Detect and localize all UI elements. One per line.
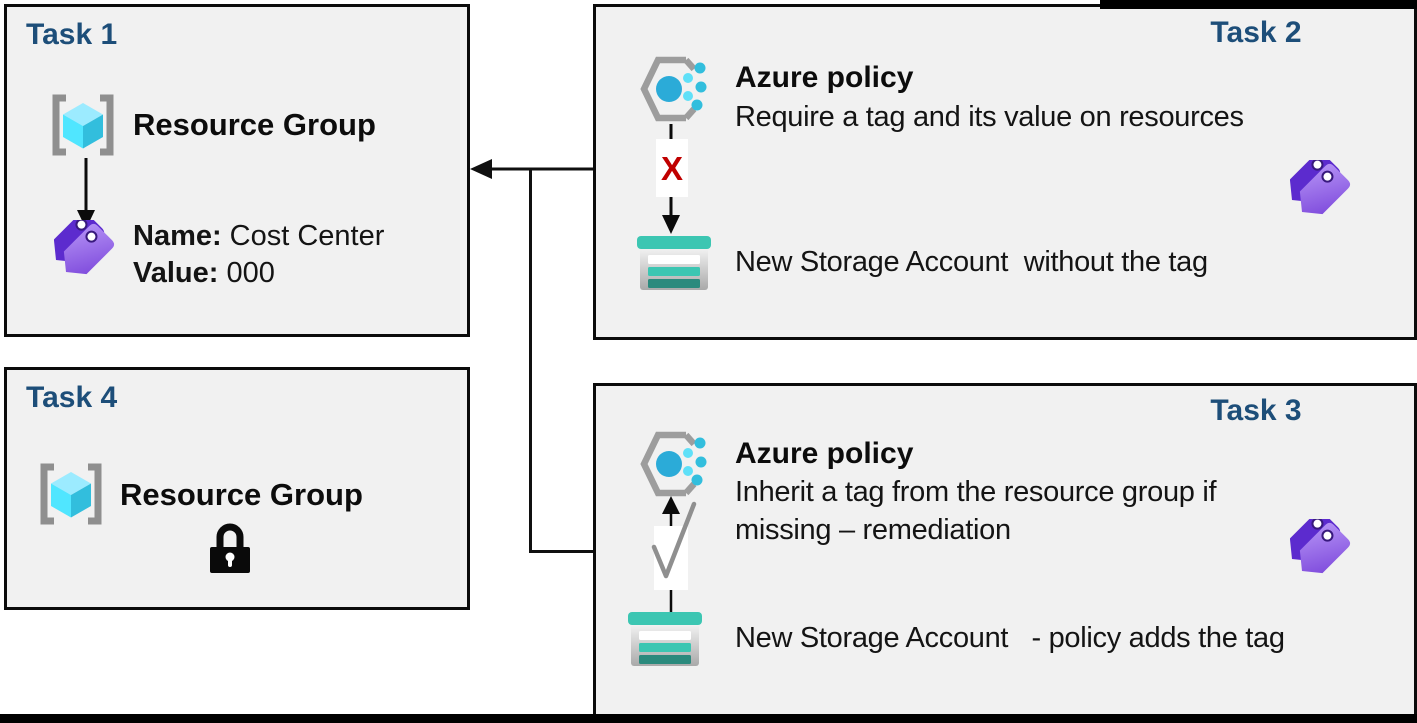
- task3-policy-description-line2: missing – remediation: [735, 514, 1011, 546]
- azure-policy-icon: [640, 56, 707, 122]
- azure-policy-icon: [640, 431, 707, 497]
- task4-title: Task 4: [26, 381, 118, 414]
- task2-storage-caption: New Storage Account without the tag: [735, 246, 1208, 278]
- deny-x-mark: X: [660, 150, 683, 187]
- storage-account-icon: [637, 236, 711, 290]
- lock-icon: [210, 523, 250, 573]
- arrowhead-into-task1-icon: [470, 159, 492, 179]
- resource-group-icon: [52, 94, 114, 156]
- tag-name-value: Cost Center: [229, 220, 385, 252]
- task1-title: Task 1: [26, 18, 118, 51]
- task2-policy-name: Azure policy: [735, 61, 914, 94]
- storage-account-icon: [628, 612, 702, 666]
- task3-check-strip: [654, 526, 688, 590]
- task2-deny-strip: [656, 139, 688, 197]
- top-right-edge-bar: [1100, 0, 1417, 9]
- resource-group-icon: [40, 463, 102, 525]
- task3-title: Task 3: [1210, 394, 1302, 427]
- tag-value-value: 000: [226, 257, 275, 289]
- task2-tag-icon: [1290, 160, 1351, 215]
- task3-box: [593, 383, 1417, 717]
- task1-resource-group-label: Resource Group: [133, 107, 376, 142]
- task1-tag-name-line: Name:Cost Center: [133, 220, 384, 253]
- task3-storage-caption: New Storage Account - policy adds the ta…: [735, 622, 1285, 654]
- task1-box: [4, 4, 470, 337]
- task3-tag-icon: [1290, 519, 1351, 574]
- task2-policy-description: Require a tag and its value on resources: [735, 101, 1244, 133]
- task1-tag-icon: [54, 220, 115, 275]
- bottom-edge-bar: [0, 714, 1417, 723]
- connector-task3-elbow: [529, 167, 593, 553]
- task4-resource-group-label: Resource Group: [120, 477, 363, 512]
- task2-title: Task 2: [1210, 16, 1302, 49]
- task3-policy-name: Azure policy: [735, 437, 914, 470]
- tag-name-label: Name:: [133, 220, 222, 252]
- tag-value-label: Value:: [133, 257, 219, 289]
- task3-policy-description-line1: Inherit a tag from the resource group if: [735, 476, 1217, 508]
- task2-box: [593, 4, 1417, 340]
- task1-tag-value-line: Value:000: [133, 257, 275, 290]
